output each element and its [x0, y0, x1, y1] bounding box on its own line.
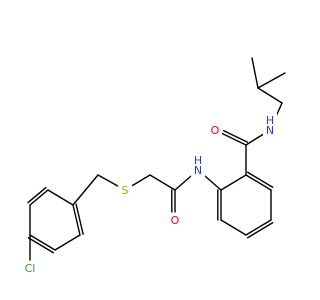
bond-camide1-nh1: [174, 174, 193, 191]
bond-c1-ch2a: [72, 174, 99, 206]
atom-label-bg: [263, 113, 277, 137]
bond-ib2-ib3: [251, 57, 259, 89]
bond-c6-c1: [75, 203, 84, 235]
bond-d3-d4: [246, 222, 274, 239]
bond-d5-d6: [245, 174, 272, 191]
atom-label-bg: [168, 213, 182, 227]
atom-label-nh2: H: [266, 114, 274, 127]
bond-d3-d4: [245, 219, 272, 236]
bond-ch2b-camide1: [149, 174, 176, 191]
atom-label-o2: O: [211, 124, 220, 137]
atom-label-bg: [191, 153, 205, 177]
bond-d6-d1: [220, 174, 247, 191]
bond-c1-c2: [47, 189, 74, 206]
bond-ib1-ib2: [257, 87, 283, 104]
bond-c5-c6: [54, 234, 81, 251]
bond-camide2-o2: [221, 132, 247, 146]
atom-label-cl: Cl: [25, 262, 36, 275]
atom-label-bg: [208, 123, 222, 137]
bond-d5-d6: [246, 171, 274, 188]
bond-s-ch2b: [131, 174, 151, 187]
atom-label-nh1: N: [194, 164, 202, 177]
bond-nh1-d1: [203, 174, 222, 191]
bond-ch2a-s: [97, 174, 119, 187]
atom-label-nh1: H: [194, 154, 202, 167]
bond-ib2-ib4: [257, 72, 286, 89]
bond-c6-c1: [72, 204, 81, 236]
atom-label-nh2: N: [266, 124, 274, 137]
bonds-layer: [27, 57, 286, 261]
bond-d2-d3: [220, 219, 247, 236]
bond-camide2-nh2: [245, 133, 264, 146]
atom-label-bg: [118, 183, 132, 197]
bond-c2-c3: [29, 189, 49, 206]
bond-camide2-o2: [222, 129, 249, 143]
atom-label-s: S: [122, 184, 129, 197]
bond-c4-c5: [27, 237, 55, 254]
atom-label-bg: [23, 261, 37, 275]
bond-c4-c5: [29, 234, 56, 251]
bond-c2-c3: [27, 186, 47, 204]
atom-label-o1: O: [171, 214, 180, 227]
